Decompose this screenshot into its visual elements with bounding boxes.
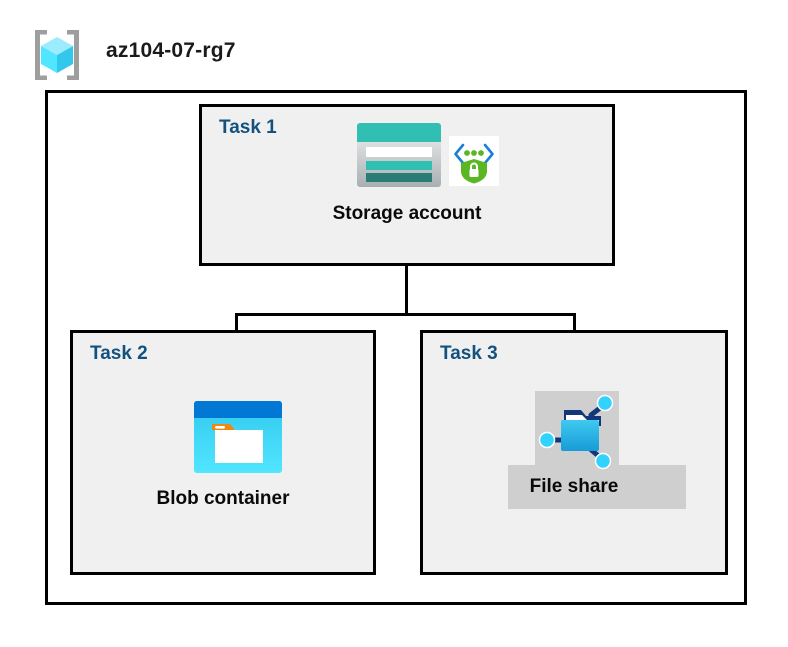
task-box-1[interactable]: Task 1 [199, 104, 615, 266]
security-shield-icon [449, 136, 499, 186]
blob-container-icon [194, 401, 282, 473]
storage-account-icon [357, 123, 441, 187]
connector-horizontal-bus [235, 313, 576, 316]
resource-group-header: az104-07-rg7 [28, 26, 358, 84]
blob-container-caption: Blob container [156, 488, 290, 509]
file-share-caption-highlight [508, 465, 686, 509]
file-share-icon [533, 388, 619, 474]
task-label-1: Task 1 [219, 117, 277, 138]
task-box-3[interactable]: Task 3 [420, 330, 728, 575]
azure-resource-group-icon [28, 26, 86, 84]
task-label-2: Task 2 [90, 343, 148, 364]
storage-account-caption: Storage account [332, 203, 482, 224]
file-share-caption: File share [529, 476, 619, 497]
connector-storage-down [405, 233, 408, 315]
task-box-2[interactable]: Task 2 Blob container [70, 330, 376, 575]
resource-group-name: az104-07-rg7 [106, 39, 236, 62]
task-label-3: Task 3 [440, 343, 498, 364]
